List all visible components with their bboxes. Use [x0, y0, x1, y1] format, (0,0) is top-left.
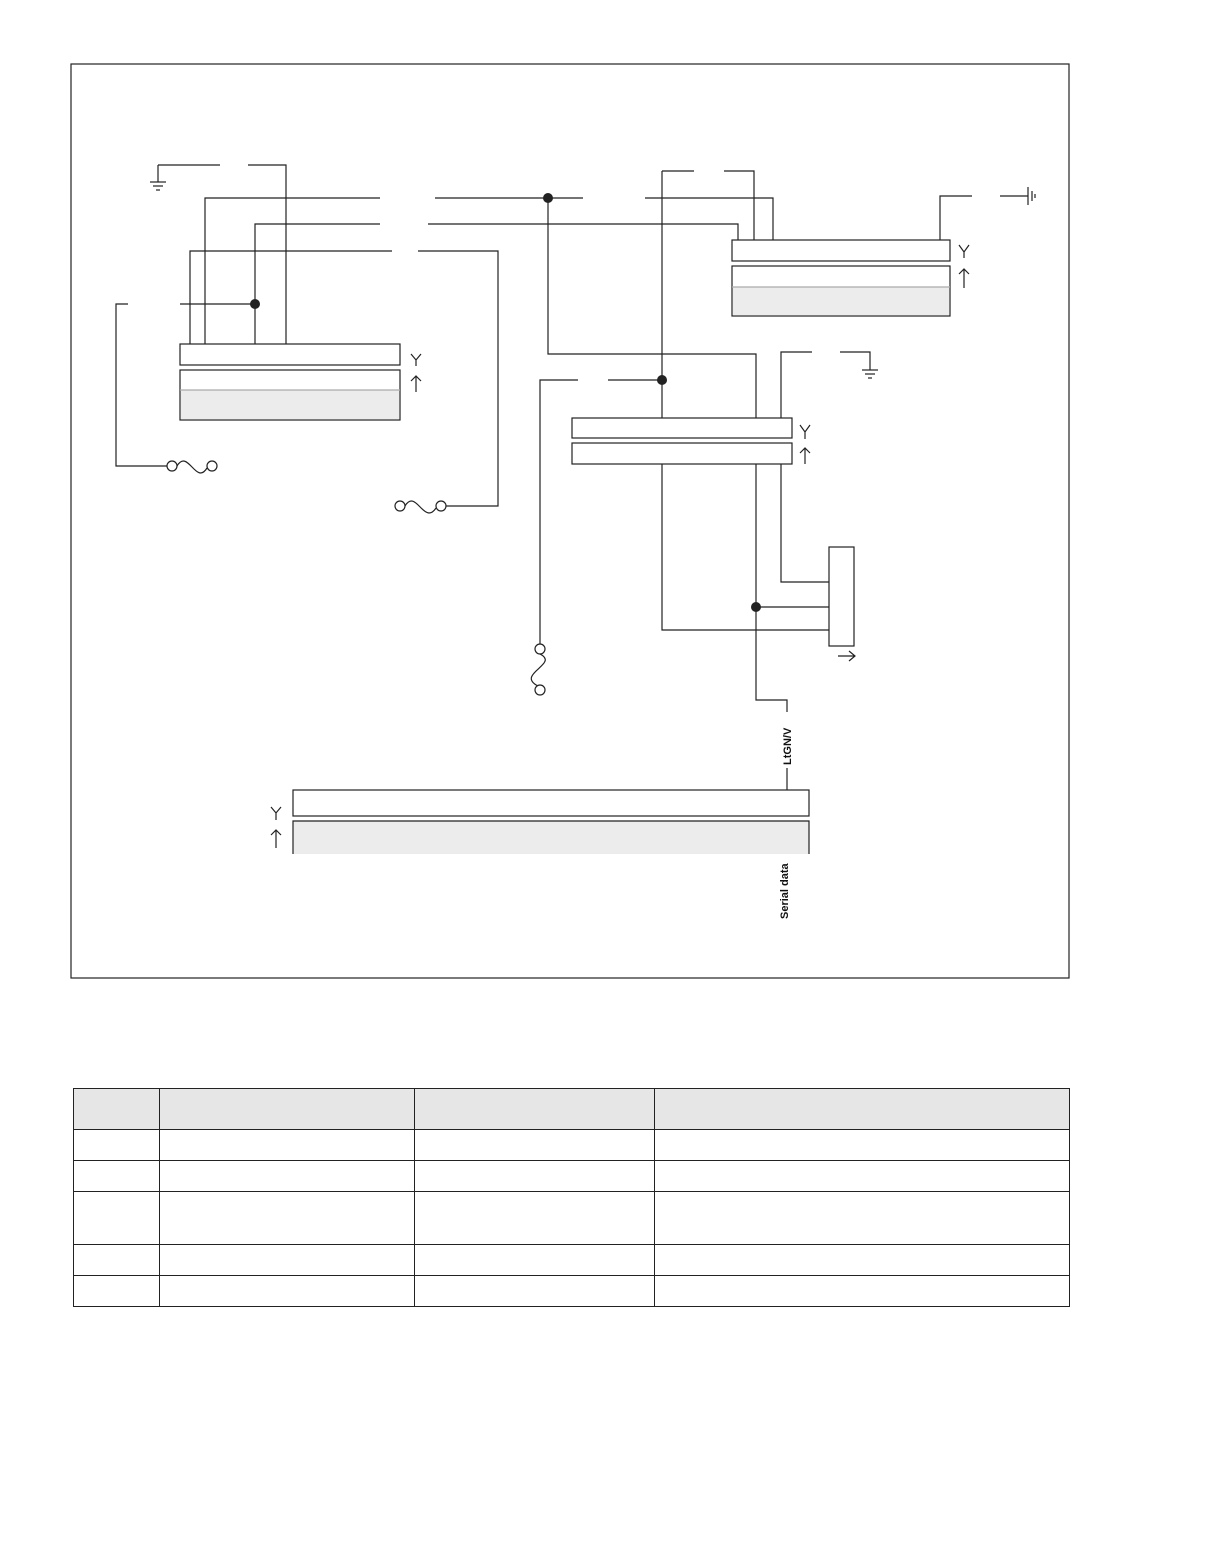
wiring-diagram-panel: LtGN/V Serial data	[70, 63, 1070, 979]
table-cell	[654, 1160, 1070, 1192]
table-cell	[654, 1191, 1070, 1245]
connector-symbol-icon	[958, 244, 970, 288]
table-row	[73, 1160, 1070, 1192]
splice-node	[751, 602, 761, 612]
wire	[724, 170, 755, 240]
connector-symbol-icon	[270, 806, 282, 848]
table-cell	[654, 1129, 1070, 1161]
wire	[539, 379, 578, 648]
module-connector-right	[731, 239, 951, 262]
table-cell	[654, 1275, 1070, 1307]
arrow-right-icon	[838, 650, 856, 662]
wire	[428, 223, 739, 240]
wire	[204, 197, 380, 344]
wire	[547, 198, 757, 418]
splice-node	[543, 193, 553, 203]
module-left-shade	[181, 390, 399, 419]
module-bottom	[292, 820, 810, 854]
fuse-icon	[166, 460, 218, 474]
table-cell	[159, 1244, 415, 1276]
ground-symbol-icon	[150, 165, 166, 191]
connector-symbol-icon	[799, 424, 811, 464]
table-cell	[73, 1191, 160, 1245]
wire	[780, 464, 829, 583]
fuse-icon	[394, 500, 447, 514]
module-right	[731, 265, 951, 317]
wire	[755, 464, 788, 712]
table-row	[73, 1191, 1070, 1245]
table-header-cell	[159, 1088, 415, 1130]
table-cell	[414, 1129, 655, 1161]
wire	[661, 464, 829, 631]
module-right-shade	[733, 287, 949, 315]
module-connector-middle	[571, 417, 793, 439]
table-cell	[73, 1275, 160, 1307]
wire	[189, 250, 392, 344]
signal-label-serial-data: Serial data	[779, 862, 791, 919]
wire-label-ltgn-v: LtGN/V	[782, 727, 794, 765]
table-cell	[73, 1129, 160, 1161]
wire	[115, 303, 167, 467]
table-cell	[414, 1191, 655, 1245]
table-cell	[159, 1275, 415, 1307]
table-cell	[414, 1244, 655, 1276]
table-header-cell	[73, 1088, 160, 1130]
table-cell	[159, 1191, 415, 1245]
module-middle	[571, 442, 793, 465]
table-cell	[73, 1160, 160, 1192]
wire	[254, 223, 380, 344]
ground-symbol-icon	[862, 369, 878, 379]
legend-table	[73, 1088, 1070, 1307]
table-cell	[159, 1160, 415, 1192]
module-connector-left	[179, 343, 401, 366]
table-header-cell	[654, 1088, 1070, 1130]
splice-node	[657, 375, 667, 385]
wire	[840, 351, 871, 370]
wire	[418, 250, 499, 507]
fuse-icon	[530, 643, 546, 696]
chassis-ground-icon	[1027, 187, 1036, 205]
table-cell	[73, 1244, 160, 1276]
wire	[645, 197, 774, 240]
table-row	[73, 1275, 1070, 1307]
connector-block	[828, 546, 855, 647]
module-connector-bottom	[292, 789, 810, 817]
splice-node	[250, 299, 260, 309]
module-bottom-shade	[293, 821, 809, 854]
table-cell	[159, 1129, 415, 1161]
table-cell	[654, 1244, 1070, 1276]
table-row	[73, 1244, 1070, 1276]
connector-symbol-icon	[410, 353, 422, 392]
table-row	[73, 1129, 1070, 1161]
table-cell	[414, 1275, 655, 1307]
diagram-frame	[70, 63, 1070, 979]
table-cell	[414, 1160, 655, 1192]
wiring-diagram: LtGN/V Serial data	[70, 63, 1070, 979]
wire	[248, 164, 287, 344]
table-header-row	[73, 1088, 1070, 1130]
wire	[939, 195, 972, 240]
wire	[780, 351, 812, 418]
module-left	[179, 369, 401, 421]
table-header-cell	[414, 1088, 655, 1130]
